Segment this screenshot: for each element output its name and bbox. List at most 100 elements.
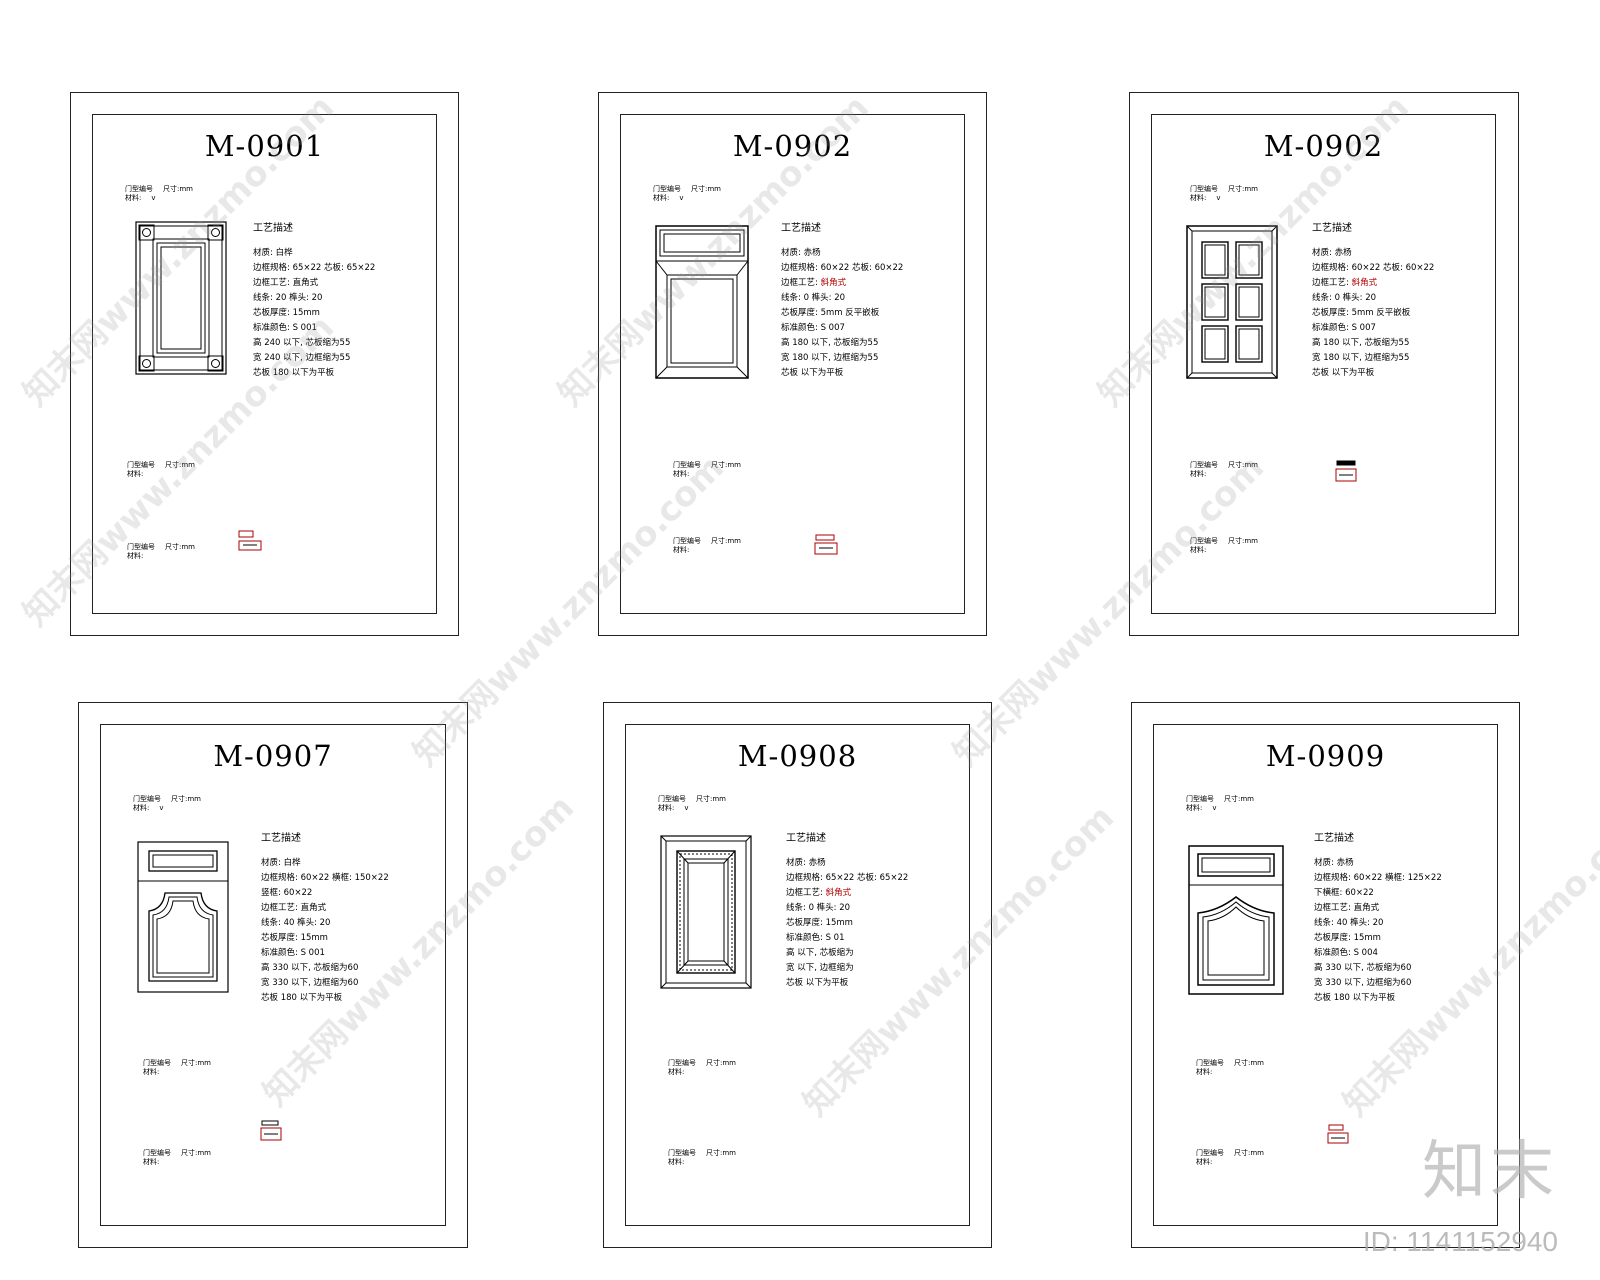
sheet-frame: M-0908 门型编号尺寸:mm 材料:v 工艺描述材质: 赤杨边框规格: 65… <box>625 724 970 1226</box>
meta-block-bottom: 门型编号尺寸:mm 材料: <box>1196 1149 1264 1166</box>
door-code-title: M-0902 <box>732 129 853 163</box>
sheet-frame: M-0909 门型编号尺寸:mm 材料:v 工艺描述材质: 赤杨边框规格: 60… <box>1153 724 1498 1226</box>
spec-text: 边框工艺: <box>781 278 821 288</box>
door-elevation-drawing <box>1188 845 1284 995</box>
spec-text: 芯板厚度: 15mm <box>261 933 328 943</box>
meta-block-bottom: 门型编号尺寸:mm 材料: <box>127 543 195 560</box>
spec-row: 芯板厚度: 15mm <box>261 931 389 946</box>
profile-section-icon <box>1335 460 1357 482</box>
spec-highlight: 斜角式 <box>820 278 847 288</box>
spec-text: 标准颜色: S 004 <box>1314 948 1378 958</box>
spec-text: 边框工艺: 直角式 <box>261 903 327 913</box>
spec-row: 高 330 以下, 芯板缩为60 <box>261 961 389 976</box>
spec-text: 标准颜色: S 01 <box>786 933 845 943</box>
spec-text: 芯板厚度: 15mm <box>1314 933 1381 943</box>
spec-row: 边框规格: 60×22 芯板: 60×22 <box>1312 261 1434 276</box>
spec-row: 芯板厚度: 5mm 反平嵌板 <box>1312 306 1434 321</box>
profile-section-icon <box>260 1120 282 1141</box>
door-elevation-drawing <box>137 841 229 993</box>
spec-text: 标准颜色: S 007 <box>1312 323 1376 333</box>
drawing-sheet-m0902-b: M-0902 门型编号尺寸:mm 材料:v 工艺描述材质: 赤杨边框规格: <box>1129 92 1519 636</box>
spec-row: 竖框: 60×22 <box>261 886 389 901</box>
spec-row: 材质: 白桦 <box>261 856 389 871</box>
spec-row: 宽 240 以下, 边框缩为55 <box>253 351 375 366</box>
spec-text: 边框工艺: <box>1312 278 1352 288</box>
spec-text: 标准颜色: S 001 <box>253 323 317 333</box>
drawing-sheet-m0908: M-0908 门型编号尺寸:mm 材料:v 工艺描述材质: 赤杨边框规格: 65… <box>603 702 992 1248</box>
spec-text: 边框规格: 65×22 芯板: 65×22 <box>786 873 909 883</box>
spec-row: 标准颜色: S 004 <box>1314 946 1442 961</box>
spec-row: 下横框: 60×22 <box>1314 886 1442 901</box>
spec-row: 边框规格: 60×22 芯板: 60×22 <box>781 261 903 276</box>
spec-row: 高 330 以下, 芯板缩为60 <box>1314 961 1442 976</box>
spec-text: 芯板 以下为平板 <box>786 978 849 988</box>
meta-block-middle: 门型编号尺寸:mm 材料: <box>1196 1059 1264 1076</box>
meta-block-top: 门型编号尺寸:mm 材料:v <box>658 795 726 812</box>
description-heading: 工艺描述 <box>1314 833 1354 844</box>
spec-row: 线条: 0 榫头: 20 <box>1312 291 1434 306</box>
drawing-sheet-m0909: M-0909 门型编号尺寸:mm 材料:v 工艺描述材质: 赤杨边框规格: 60… <box>1131 702 1520 1248</box>
spec-text: 边框规格: 60×22 芯板: 60×22 <box>781 263 904 273</box>
spec-text: 材质: 赤杨 <box>1314 858 1354 868</box>
spec-row: 材质: 赤杨 <box>786 856 908 871</box>
spec-text: 线条: 0 榫头: 20 <box>1312 293 1377 303</box>
spec-row: 芯板 180 以下为平板 <box>261 991 389 1006</box>
spec-text: 芯板厚度: 5mm 反平嵌板 <box>1312 308 1411 318</box>
spec-row: 线条: 0 榫头: 20 <box>786 901 908 916</box>
spec-highlight: 斜角式 <box>825 888 852 898</box>
spec-row: 标准颜色: S 007 <box>781 321 903 336</box>
door-code-title: M-0901 <box>204 129 325 163</box>
spec-row: 标准颜色: S 001 <box>253 321 375 336</box>
spec-text: 边框规格: 60×22 横框: 125×22 <box>1314 873 1442 883</box>
spec-row: 材质: 赤杨 <box>1312 246 1434 261</box>
spec-text: 芯板厚度: 5mm 反平嵌板 <box>781 308 880 318</box>
sheet-frame: M-0902 门型编号尺寸:mm 材料:v 工艺描述材质: 赤杨边框规格: 60… <box>620 114 965 614</box>
spec-text: 线条: 0 榫头: 20 <box>781 293 846 303</box>
door-elevation-drawing <box>660 835 752 989</box>
spec-text: 高 180 以下, 芯板缩为55 <box>781 338 879 348</box>
profile-section-icon <box>1327 1124 1349 1144</box>
spec-text: 宽 330 以下, 边框缩为60 <box>1314 978 1412 988</box>
description-heading: 工艺描述 <box>781 223 821 234</box>
spec-text: 宽 180 以下, 边框缩为55 <box>781 353 879 363</box>
spec-row: 芯板 以下为平板 <box>1312 366 1434 381</box>
spec-text: 芯板厚度: 15mm <box>253 308 320 318</box>
spec-row: 标准颜色: S 01 <box>786 931 908 946</box>
spec-text: 线条: 40 榫头: 20 <box>261 918 331 928</box>
spec-row: 材质: 赤杨 <box>1314 856 1442 871</box>
spec-row: 芯板厚度: 5mm 反平嵌板 <box>781 306 903 321</box>
spec-text: 芯板 180 以下为平板 <box>1314 993 1396 1003</box>
spec-row: 宽 330 以下, 边框缩为60 <box>1314 976 1442 991</box>
meta-block-top: 门型编号尺寸:mm 材料:v <box>125 185 193 202</box>
spec-row: 芯板 以下为平板 <box>781 366 903 381</box>
spec-text: 宽 240 以下, 边框缩为55 <box>253 353 351 363</box>
spec-row: 芯板 180 以下为平板 <box>1314 991 1442 1006</box>
asset-id-label: ID: 1141152940 <box>1362 1226 1558 1257</box>
process-description: 工艺描述材质: 赤杨边框规格: 60×22 横框: 125×22 下横框: 60×… <box>1314 831 1442 1006</box>
spec-text: 高 330 以下, 芯板缩为60 <box>1314 963 1412 973</box>
meta-block-top: 门型编号尺寸:mm 材料:v <box>653 185 721 202</box>
door-code-title: M-0908 <box>737 739 858 773</box>
spec-row: 标准颜色: S 001 <box>261 946 389 961</box>
spec-row: 边框工艺: 直角式 <box>253 276 375 291</box>
door-code-title: M-0902 <box>1263 129 1384 163</box>
spec-text: 材质: 白桦 <box>261 858 301 868</box>
spec-text: 芯板厚度: 15mm <box>786 918 853 928</box>
spec-row: 边框规格: 65×22 芯板: 65×22 <box>253 261 375 276</box>
spec-row: 芯板厚度: 15mm <box>1314 931 1442 946</box>
spec-text: 边框规格: 60×22 横框: 150×22 <box>261 873 389 883</box>
meta-block-middle: 门型编号尺寸:mm 材料: <box>143 1059 211 1076</box>
spec-text: 材质: 白桦 <box>253 248 293 258</box>
drawing-sheet-m0907: M-0907 门型编号尺寸:mm 材料:v 工艺描述材质: 白桦边框规格: 60… <box>78 702 468 1248</box>
spec-text: 宽 330 以下, 边框缩为60 <box>261 978 359 988</box>
spec-row: 芯板厚度: 15mm <box>253 306 375 321</box>
spec-row: 芯板厚度: 15mm <box>786 916 908 931</box>
spec-text: 材质: 赤杨 <box>786 858 826 868</box>
sheet-frame: M-0902 门型编号尺寸:mm 材料:v 工艺描述材质: 赤杨边框规格: <box>1151 114 1496 614</box>
meta-block-middle: 门型编号尺寸:mm 材料: <box>668 1059 736 1076</box>
spec-text: 芯板 以下为平板 <box>1312 368 1375 378</box>
spec-row: 线条: 40 榫头: 20 <box>1314 916 1442 931</box>
